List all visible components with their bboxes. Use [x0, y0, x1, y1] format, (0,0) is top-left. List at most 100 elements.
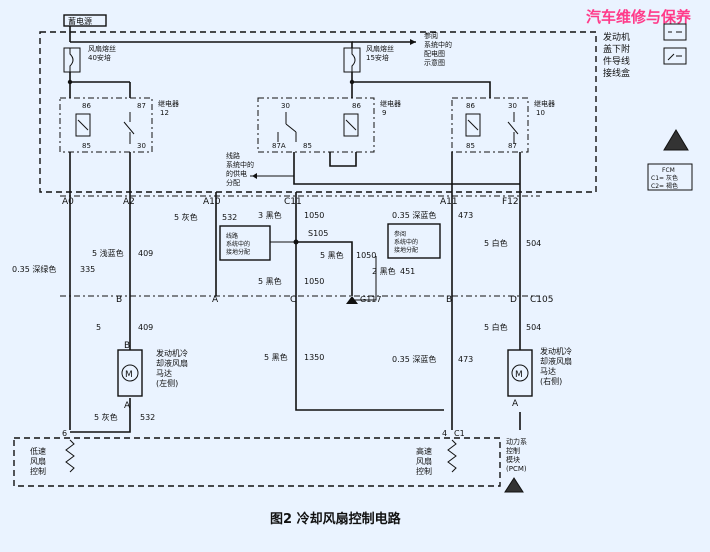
- svg-text:C1= 灰色: C1= 灰色: [651, 174, 678, 182]
- svg-text:M: M: [125, 370, 133, 380]
- svg-text:发动机: 发动机: [603, 31, 630, 43]
- svg-text:系统中的: 系统中的: [394, 238, 418, 246]
- svg-text:盖下附: 盖下附: [603, 43, 630, 55]
- relay-10: 86 30 85 87 继电器 10: [451, 97, 555, 153]
- svg-text:(右侧): (右侧): [540, 376, 562, 386]
- svg-text:5 灰色: 5 灰色: [94, 412, 118, 422]
- splice-dot: [67, 79, 73, 85]
- svg-text:30: 30: [508, 102, 517, 110]
- svg-text:高速: 高速: [416, 446, 432, 456]
- svg-text:C11: C11: [284, 197, 302, 207]
- svg-text:配电图: 配电图: [424, 49, 445, 58]
- svg-text:40安培: 40安培: [88, 53, 111, 62]
- fuse-symbol-icon: [663, 23, 687, 41]
- high-speed-driver: [447, 439, 457, 473]
- relay-9: 30 86 87A 85 继电器 9: [257, 97, 401, 153]
- svg-text:发动机冷: 发动机冷: [156, 348, 188, 358]
- svg-text:85: 85: [303, 142, 312, 150]
- svg-text:87A: 87A: [272, 142, 286, 150]
- svg-text:风扇熔丝: 风扇熔丝: [88, 44, 116, 53]
- svg-text:A10: A10: [203, 197, 221, 207]
- connector-letters: B A C B D C105 B A A: [116, 295, 553, 411]
- svg-text:6: 6: [62, 429, 67, 438]
- fuse-15a-feed: [352, 81, 491, 98]
- svg-text:A11: A11: [440, 197, 458, 207]
- svg-text:风扇熔丝: 风扇熔丝: [366, 44, 394, 53]
- svg-text:马达: 马达: [156, 368, 172, 378]
- svg-text:C: C: [290, 295, 296, 305]
- svg-text:C105: C105: [530, 295, 553, 305]
- svg-text:A2: A2: [123, 197, 135, 207]
- svg-text:504: 504: [526, 323, 541, 332]
- fuse-note: 参阅 系统中的 配电图 示意图: [424, 31, 452, 67]
- svg-text:发动机冷: 发动机冷: [540, 346, 572, 356]
- ground-distribution-note-right: 参阅 系统中的 接地分配: [387, 223, 441, 259]
- svg-text:继电器: 继电器: [380, 99, 401, 108]
- svg-text:86: 86: [466, 102, 475, 110]
- svg-text:3 黑色: 3 黑色: [258, 210, 282, 220]
- svg-text:451: 451: [400, 267, 415, 276]
- svg-text:系统中的: 系统中的: [226, 240, 250, 248]
- svg-text:动力系: 动力系: [506, 437, 527, 446]
- svg-text:低速: 低速: [30, 446, 46, 456]
- svg-text:模块: 模块: [506, 455, 520, 464]
- svg-text:控制: 控制: [30, 466, 46, 476]
- svg-text:532: 532: [222, 213, 237, 222]
- svg-text:件导线: 件导线: [603, 55, 630, 67]
- wire-1050: [295, 192, 444, 411]
- svg-text:A: A: [512, 399, 519, 409]
- svg-text:接地分配: 接地分配: [226, 248, 250, 256]
- svg-text:(左侧): (左侧): [156, 378, 178, 388]
- svg-text:A0: A0: [62, 197, 74, 207]
- svg-text:5 黑色: 5 黑色: [258, 276, 282, 286]
- esd-warning-icon: [663, 129, 689, 151]
- battery-hot-label: 蓄电源: [68, 16, 92, 26]
- svg-text:85: 85: [82, 142, 91, 150]
- svg-text:5 黑色: 5 黑色: [320, 250, 344, 260]
- svg-text:的供电: 的供电: [226, 169, 247, 178]
- svg-text:FCM: FCM: [662, 167, 675, 174]
- svg-text:B: B: [446, 295, 452, 305]
- svg-text:10: 10: [536, 109, 545, 117]
- svg-text:86: 86: [352, 102, 361, 110]
- svg-text:(PCM): (PCM): [506, 465, 527, 473]
- fuse-15a: 风扇熔丝 15安培: [343, 44, 394, 73]
- pcm-esd-icon: [504, 477, 524, 493]
- svg-text:系统中的: 系统中的: [226, 160, 254, 169]
- engine-box-label: 发动机 盖下附 件导线 接线盒: [603, 31, 630, 79]
- wire-labels: 0.35 深绿色 335 5 浅蓝色 409 5 409 5 灰色 532 3 …: [12, 210, 541, 422]
- svg-text:0.35 深绿色: 0.35 深绿色: [12, 264, 56, 274]
- svg-text:85: 85: [466, 142, 475, 150]
- svg-text:F12: F12: [502, 197, 519, 207]
- svg-text:473: 473: [458, 211, 473, 220]
- right-fan-motor: M 发动机冷 却液风扇 马达 (右侧): [507, 346, 572, 397]
- svg-text:控制: 控制: [416, 466, 432, 476]
- connector-pins: A0 A2 A10 C11 A11 F12: [62, 197, 519, 207]
- low-speed-control-label: 低速 风扇 控制: [30, 446, 46, 476]
- legend-box: FCM C1= 灰色 C2= 褐色: [647, 163, 693, 191]
- pcm-label: 动力系 控制 模块 (PCM): [506, 437, 527, 473]
- relay-internal-bus: [293, 152, 520, 185]
- svg-text:风扇: 风扇: [416, 456, 432, 466]
- svg-text:分配: 分配: [226, 178, 240, 187]
- svg-text:335: 335: [80, 265, 95, 274]
- svg-text:86: 86: [82, 102, 91, 110]
- svg-text:C2= 褐色: C2= 褐色: [651, 182, 678, 190]
- svg-text:风扇: 风扇: [30, 456, 46, 466]
- svg-text:5 白色: 5 白色: [484, 238, 508, 248]
- bus-arrow-icon: [410, 39, 416, 45]
- relay-symbol-icon: [663, 47, 687, 65]
- svg-text:1350: 1350: [304, 353, 324, 362]
- svg-text:接地分配: 接地分配: [394, 246, 418, 254]
- svg-text:1050: 1050: [356, 251, 376, 260]
- svg-text:参阅: 参阅: [424, 31, 438, 40]
- svg-text:接线盒: 接线盒: [603, 67, 630, 79]
- pcm-outline: [13, 437, 501, 487]
- svg-text:控制: 控制: [506, 446, 520, 455]
- left-fan-motor: M 发动机冷 却液风扇 马达 (左侧): [117, 348, 188, 397]
- svg-text:5 浅蓝色: 5 浅蓝色: [92, 248, 124, 258]
- svg-text:12: 12: [160, 109, 169, 117]
- svg-text:马达: 马达: [540, 366, 556, 376]
